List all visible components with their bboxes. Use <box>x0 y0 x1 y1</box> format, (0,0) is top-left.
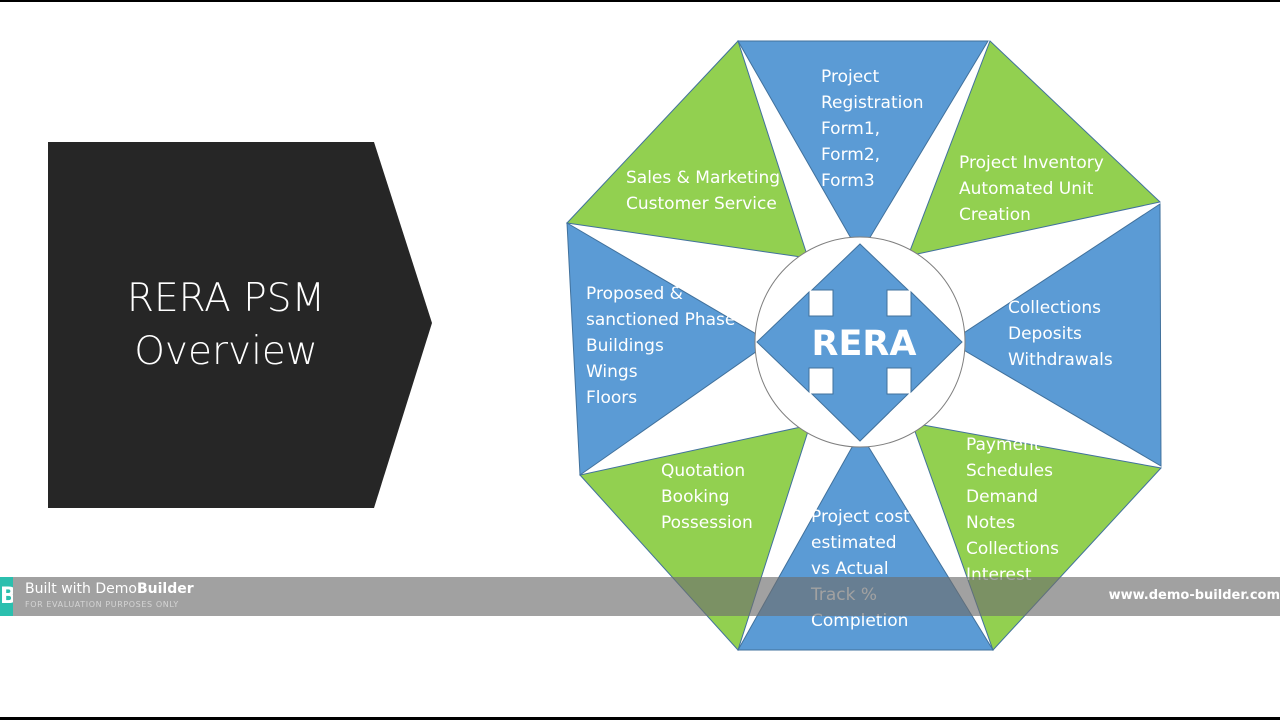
segment-label-line: Deposits <box>1008 324 1082 344</box>
center-label: RERA <box>812 324 917 364</box>
segment-label-line: Form3 <box>821 171 875 191</box>
four-way-arrow-icon <box>756 243 963 442</box>
segment-left <box>566 222 771 476</box>
segment-label-line: estimated <box>811 533 897 553</box>
segment-label-line: Form2, <box>821 145 880 165</box>
title-chevron-shape <box>48 142 432 508</box>
title-line-1: RERA PSM <box>127 276 325 321</box>
segment-label-line: Automated Unit <box>959 179 1094 199</box>
top-border <box>0 0 1280 2</box>
segment-label-line: vs Actual <box>811 559 889 579</box>
segment-label-line: Collections <box>966 539 1059 559</box>
segment-label-line: Creation <box>959 205 1031 225</box>
segment-top <box>737 40 989 255</box>
segment-label-line: Registration <box>821 93 924 113</box>
segment-label-line: Customer Service <box>626 194 777 214</box>
segment-label-line: Payment <box>966 435 1041 455</box>
segment-label-line: Sales & Marketing <box>626 168 780 188</box>
segment-label-line: Project Inventory <box>959 153 1104 173</box>
segment-label-line: Booking <box>661 487 730 507</box>
segment-label-line: Quotation <box>661 461 745 481</box>
segment-label-line: sanctioned Phase <box>586 310 735 330</box>
watermark-subtitle: FOR EVALUATION PURPOSES ONLY <box>25 600 179 609</box>
watermark-title-bold: Builder <box>136 581 194 597</box>
segment-label-line: Withdrawals <box>1008 350 1113 370</box>
segment-label-line: Project cost <box>811 507 910 527</box>
segment-label-line: Project <box>821 67 879 87</box>
segment-label-line: Wings <box>586 362 638 382</box>
segment-right <box>949 203 1162 467</box>
segment-label-line: Collections <box>1008 298 1101 318</box>
segment-label-line: Schedules <box>966 461 1053 481</box>
segment-top-left <box>565 40 809 259</box>
segment-label-line: Buildings <box>586 336 664 356</box>
segment-label-line: Notes <box>966 513 1015 533</box>
bottom-border <box>0 717 1280 720</box>
watermark-url: www.demo-builder.com <box>1108 588 1280 603</box>
watermark-bar: B Built with DemoBuilder FOR EVALUATION … <box>0 577 1280 616</box>
watermark-title: Built with DemoBuilder <box>25 581 194 597</box>
title-line-2: Overview <box>134 329 318 374</box>
segment-label-line: Demand <box>966 487 1038 507</box>
segment-label-line: Form1, <box>821 119 880 139</box>
segment-label-line: Completion <box>811 611 908 631</box>
watermark-title-prefix: Built with Demo <box>25 581 137 597</box>
segment-top-right <box>907 40 1162 257</box>
segment-label-line: Floors <box>586 388 637 408</box>
demobuilder-logo-icon: B <box>0 577 13 616</box>
segment-label-line: Possession <box>661 513 753 533</box>
title-chevron: RERA PSM Overview <box>48 142 432 508</box>
segment-label-line: Proposed & <box>586 284 683 304</box>
